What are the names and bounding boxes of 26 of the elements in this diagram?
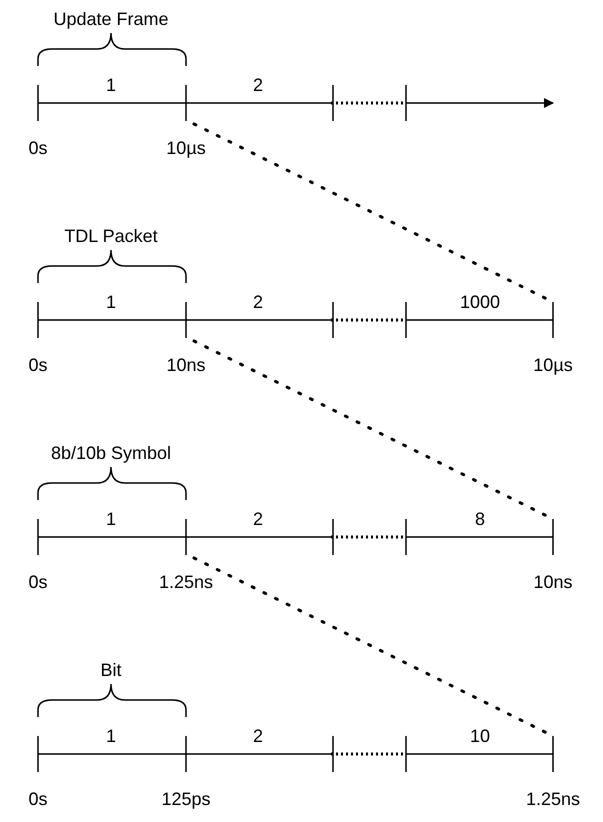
time-label: 1.25ns [526, 790, 580, 810]
time-label: 10µs [166, 139, 206, 159]
time-label: 0s [28, 573, 48, 593]
segment-number: 10 [470, 727, 490, 747]
time-label: 10ns [533, 573, 573, 593]
section-title: TDL Packet [64, 227, 158, 247]
segment-number: 1 [106, 76, 116, 96]
time-label: 0s [28, 790, 48, 810]
segment-number: 2 [253, 510, 263, 530]
segment-number: 1 [106, 727, 116, 747]
segment-number: 8 [475, 510, 485, 530]
time-label: 125ps [161, 790, 211, 810]
time-label: 10ns [166, 356, 206, 376]
time-label: 0s [28, 356, 48, 376]
section-title: Update Frame [53, 10, 169, 30]
time-label: 10µs [533, 356, 573, 376]
section-title: 8b/10b Symbol [50, 444, 172, 464]
segment-number: 2 [253, 727, 263, 747]
segment-number: 1 [106, 293, 116, 313]
time-label: 1.25ns [158, 573, 214, 593]
segment-number: 2 [253, 293, 263, 313]
segment-number: 1 [106, 510, 116, 530]
segment-number: 2 [253, 76, 263, 96]
section-title: Bit [100, 661, 122, 681]
time-label: 0s [28, 139, 48, 159]
segment-number: 1000 [460, 293, 500, 313]
